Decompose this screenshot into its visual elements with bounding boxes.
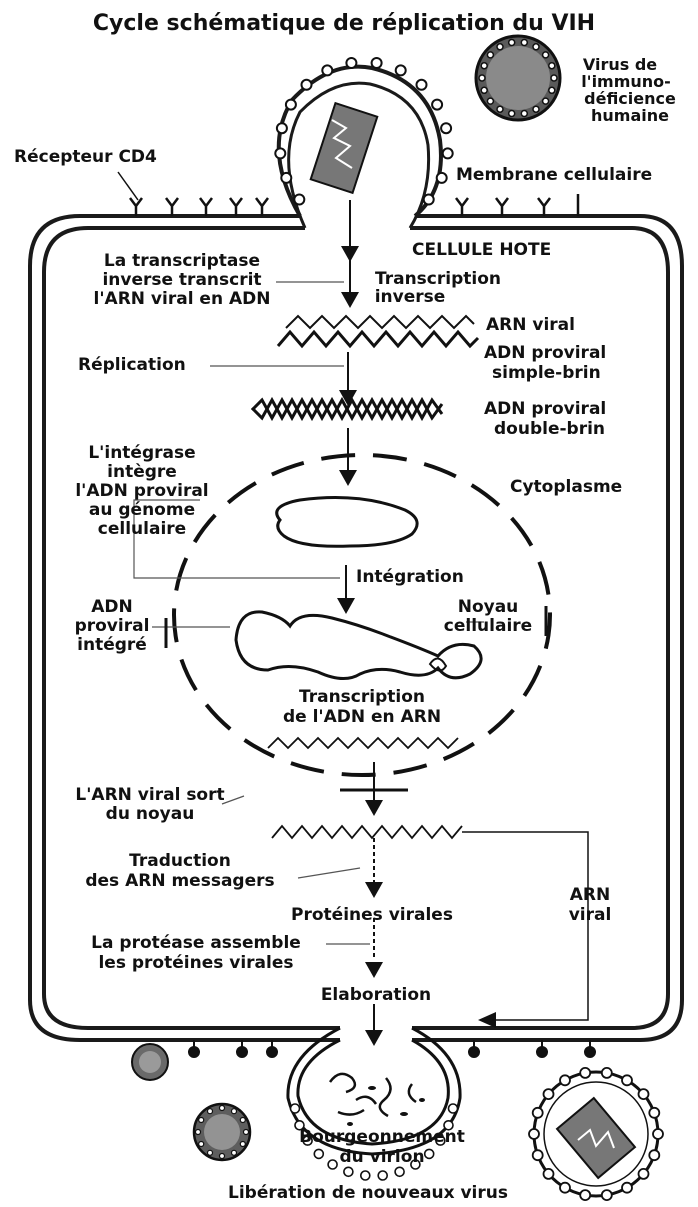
traduction-label: Traduction des ARN messagers [85, 851, 274, 891]
svg-text:au génome: au génome [89, 500, 195, 520]
integrase-label: L'intégrase intègre l'ADN proviral au gé… [75, 443, 208, 539]
svg-text:L'ARN viral sort: L'ARN viral sort [75, 785, 224, 805]
svg-text:humaine: humaine [591, 106, 669, 125]
svg-text:Transcription: Transcription [375, 269, 501, 289]
membrane-knobs [189, 1040, 595, 1057]
svg-text:ADN: ADN [91, 597, 133, 617]
svg-text:viral: viral [569, 905, 612, 925]
cd4-receptors [130, 194, 578, 216]
integration-label: Intégration [356, 567, 464, 587]
replication-label: Réplication [78, 355, 186, 375]
arn-sort-label: L'ARN viral sort du noyau [75, 785, 224, 824]
diagram-title: Cycle schématique de réplication du VIH [93, 11, 595, 36]
viral-rna-strand [286, 316, 474, 328]
released-virion [529, 1068, 663, 1200]
svg-text:les protéines virales: les protéines virales [98, 953, 293, 973]
svg-text:cellulaire: cellulaire [98, 519, 186, 539]
exported-viral-rna [272, 826, 462, 838]
svg-text:du noyau: du noyau [106, 804, 195, 824]
protease-label: La protéase assemble les protéines viral… [91, 933, 301, 973]
svg-text:simple-brin: simple-brin [492, 363, 601, 383]
svg-text:L'intégrase: L'intégrase [88, 443, 195, 463]
elaboration-label: Elaboration [321, 985, 431, 1005]
svg-text:intègre: intègre [107, 462, 177, 482]
svg-text:l'ARN viral en ADN: l'ARN viral en ADN [94, 289, 271, 309]
entering-virion [275, 58, 452, 228]
arn-viral-side-path [462, 832, 588, 1020]
liberation-label: Libération de nouveaux virus [228, 1183, 508, 1203]
svg-text:ARN: ARN [570, 885, 610, 905]
svg-text:ADN proviral: ADN proviral [484, 343, 606, 363]
svg-text:des ARN messagers: des ARN messagers [85, 871, 274, 891]
svg-text:Noyau: Noyau [458, 597, 519, 617]
adn-integre-label: ADN proviral intégré [75, 597, 150, 655]
free-virion-small-1 [132, 1044, 168, 1080]
bourgeonnement-label: Bourgeonnement du virion [299, 1127, 465, 1167]
free-virus-top [476, 36, 560, 120]
svg-text:La transcriptase: La transcriptase [104, 251, 260, 271]
leader-lines [134, 282, 484, 944]
svg-text:inverse transcrit: inverse transcrit [102, 270, 261, 290]
adn-simple-brin-strand [278, 332, 478, 346]
transcriptase-label: La transcriptase inverse transcrit l'ARN… [94, 251, 271, 309]
svg-text:de l'ADN en ARN: de l'ADN en ARN [283, 707, 441, 727]
arn-viral-label: ARN viral [486, 315, 575, 335]
svg-text:double-brin: double-brin [494, 419, 605, 439]
transcription-adn-label: Transcription de l'ADN en ARN [283, 687, 441, 727]
transcription-inverse-label: Transcription inverse [375, 269, 501, 307]
circular-proviral-dna [277, 498, 417, 547]
proteines-label: Protéines virales [291, 905, 453, 925]
svg-text:Transcription: Transcription [299, 687, 425, 707]
cytoplasme-label: Cytoplasme [510, 477, 622, 497]
svg-text:cellulaire: cellulaire [444, 616, 532, 636]
svg-text:inverse: inverse [375, 287, 446, 307]
adn-simple-brin-label: ADN proviral simple-brin [484, 343, 606, 383]
virus-name-label: Virus de l'immuno- déficience humaine [581, 55, 676, 125]
noyau-label: Noyau cellulaire [444, 597, 532, 636]
svg-text:Traduction: Traduction [129, 851, 231, 871]
cellule-hote-label: CELLULE HOTE [412, 240, 551, 260]
svg-text:ADN proviral: ADN proviral [484, 399, 606, 419]
svg-text:du virion: du virion [339, 1147, 424, 1167]
membrane-label: Membrane cellulaire [456, 165, 652, 185]
adn-double-brin-label: ADN proviral double-brin [484, 399, 606, 439]
free-virion-small-2 [194, 1104, 250, 1160]
arn-viral-side-label: ARN viral [569, 885, 612, 925]
svg-text:intégré: intégré [77, 635, 147, 655]
svg-text:Bourgeonnement: Bourgeonnement [299, 1127, 465, 1147]
svg-text:proviral: proviral [75, 616, 150, 636]
svg-text:La protéase assemble: La protéase assemble [91, 933, 301, 953]
recepteur-label: Récepteur CD4 [14, 147, 157, 167]
nuclear-rna-transcript [268, 738, 458, 748]
svg-text:l'ADN proviral: l'ADN proviral [75, 481, 208, 501]
